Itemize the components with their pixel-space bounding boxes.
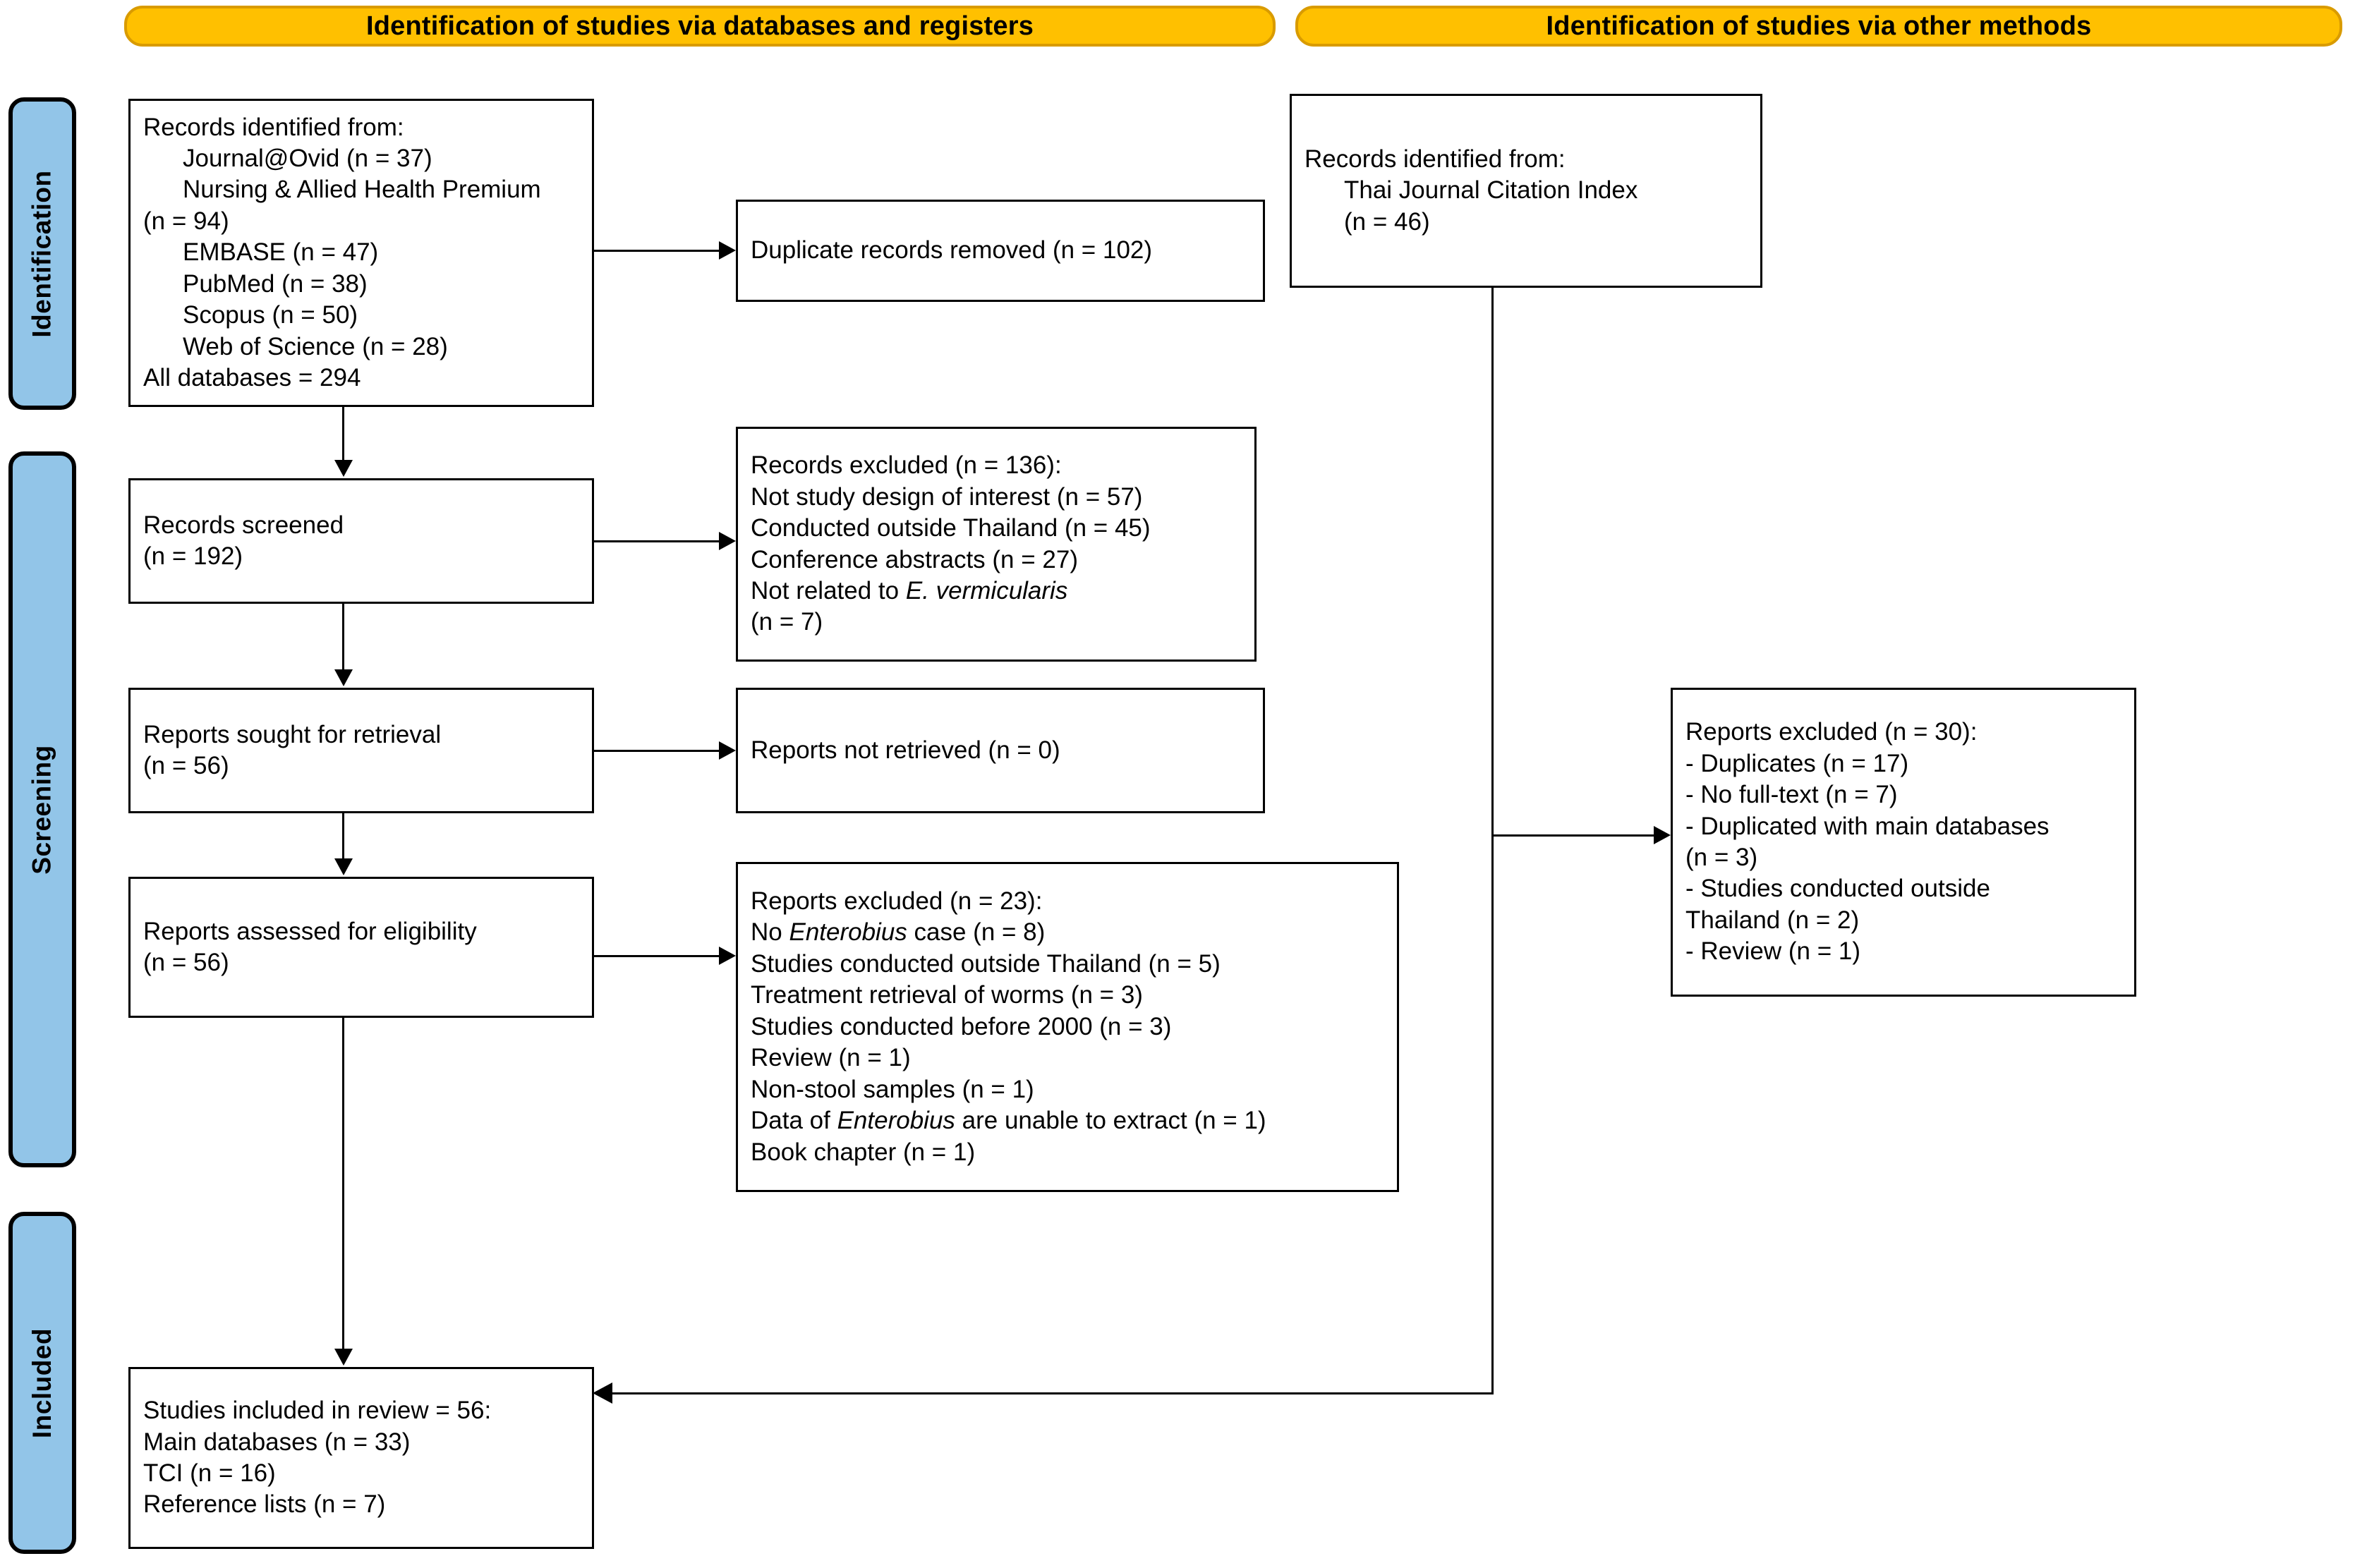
connector-assessed-to-included: [342, 1018, 344, 1349]
reports-excluded-main-line-0: Reports excluded (n = 23):: [751, 887, 1043, 916]
arrowhead-sought-to-not-retrieved: [719, 741, 736, 760]
reports-excluded-other-line-0: Reports excluded (n = 30):: [1685, 718, 1978, 746]
reports-excluded-main-line-7: Data of Enterobius are unable to extract…: [751, 1107, 1266, 1135]
arrowhead-tci-to-included: [593, 1382, 612, 1404]
reports-assessed-line-1: (n = 56): [143, 949, 229, 976]
reports-excluded-other-line-7: - Review (n = 1): [1685, 937, 1860, 966]
reports-assessed-line-0: Reports assessed for eligibility: [143, 917, 477, 945]
reports-excluded-other-line-1: - Duplicates (n = 17): [1685, 749, 1909, 777]
reports-excluded-other-line-5: - Studies conducted outside: [1685, 875, 1990, 903]
arrowhead-identified-to-duplicates: [719, 241, 736, 260]
records-excluded-line-1: Not study design of interest (n = 57): [751, 482, 1143, 511]
arrowhead-screened-to-excluded: [719, 532, 736, 550]
reports-excluded-main-line-4: Studies conducted before 2000 (n = 3): [751, 1012, 1172, 1040]
records-identified-other-line-1: Thai Journal Citation Index: [1344, 176, 1638, 205]
connector-screened-to-excluded: [594, 540, 719, 542]
connector-tci-to-excluded-other: [1491, 834, 1654, 837]
connector-tci-spine: [1491, 288, 1494, 1394]
box-reports-excluded-main: Reports excluded (n = 23): No Enterobius…: [736, 862, 1399, 1192]
records-screened-line-0: Records screened: [143, 511, 344, 539]
arrowhead-sought-to-assessed: [334, 858, 353, 875]
box-records-screened: Records screened (n = 192): [128, 478, 594, 604]
reports-excluded-main-line-5: Review (n = 1): [751, 1044, 911, 1072]
arrowhead-assessed-to-excluded-main: [719, 947, 736, 965]
connector-sought-to-assessed: [342, 813, 344, 858]
arrowhead-identified-to-screened: [334, 460, 353, 477]
reports-excluded-other-line-3: - Duplicated with main databases: [1685, 812, 2050, 840]
records-identified-db-line-6: Scopus (n = 50): [183, 301, 358, 329]
records-identified-db-line-2: Nursing & Allied Health Premium: [183, 176, 541, 204]
arrowhead-assessed-to-included: [334, 1349, 353, 1366]
stage-rail-identification: Identification: [8, 97, 76, 410]
stage-rail-screening: Screening: [8, 451, 76, 1167]
connector-assessed-to-excluded-main: [594, 955, 719, 957]
reports-not-retrieved-line-0: Reports not retrieved (n = 0): [751, 736, 1060, 764]
connector-identified-to-duplicates: [594, 250, 719, 252]
records-excluded-line-4: Not related to E. vermicularis: [751, 576, 1068, 604]
reports-excluded-other-line-2: - No full-text (n = 7): [1685, 781, 1898, 809]
records-identified-other-line-2: (n = 46): [1344, 207, 1430, 236]
phase-header-databases: Identification of studies via databases …: [124, 6, 1276, 47]
records-excluded-line-5: (n = 7): [751, 608, 823, 636]
connector-screened-to-sought: [342, 604, 344, 669]
studies-included-line-1: Main databases (n = 33): [143, 1428, 411, 1456]
box-studies-included: Studies included in review = 56: Main da…: [128, 1367, 594, 1549]
records-identified-db-line-0: Records identified from:: [143, 113, 404, 141]
reports-excluded-main-line-1: No Enterobius case (n = 8): [751, 918, 1046, 947]
box-reports-excluded-other: Reports excluded (n = 30): - Duplicates …: [1671, 688, 2136, 997]
records-identified-db-line-7: Web of Science (n = 28): [183, 332, 448, 360]
reports-excluded-main-line-8: Book chapter (n = 1): [751, 1138, 976, 1166]
box-records-identified-databases: Records identified from: Journal@Ovid (n…: [128, 99, 594, 407]
records-identified-db-line-1: Journal@Ovid (n = 37): [183, 144, 432, 172]
reports-excluded-main-line-6: Non-stool samples (n = 1): [751, 1075, 1034, 1103]
box-records-identified-other: Records identified from: Thai Journal Ci…: [1290, 94, 1762, 288]
box-reports-assessed-eligibility: Reports assessed for eligibility (n = 56…: [128, 877, 594, 1018]
reports-excluded-main-line-2: Studies conducted outside Thailand (n = …: [751, 949, 1221, 978]
connector-tci-to-included: [612, 1392, 1494, 1394]
connector-sought-to-not-retrieved: [594, 750, 719, 752]
records-excluded-line-2: Conducted outside Thailand (n = 45): [751, 514, 1151, 542]
box-duplicate-records-removed: Duplicate records removed (n = 102): [736, 200, 1265, 302]
box-records-excluded: Records excluded (n = 136): Not study de…: [736, 427, 1257, 662]
connector-identified-to-screened: [342, 407, 344, 460]
reports-excluded-other-line-6: Thailand (n = 2): [1685, 906, 1860, 934]
studies-included-line-2: TCI (n = 16): [143, 1459, 276, 1487]
reports-excluded-other-line-4: (n = 3): [1685, 844, 1758, 871]
stage-rail-included-label: Included: [28, 1327, 56, 1438]
reports-sought-line-0: Reports sought for retrieval: [143, 720, 442, 748]
reports-excluded-main-line-3: Treatment retrieval of worms (n = 3): [751, 981, 1143, 1009]
duplicates-removed-line-0: Duplicate records removed (n = 102): [751, 236, 1153, 265]
records-identified-db-line-3: (n = 94): [143, 207, 229, 235]
stage-rail-screening-label: Screening: [28, 744, 56, 875]
records-excluded-line-0: Records excluded (n = 136):: [751, 451, 1062, 480]
box-reports-not-retrieved: Reports not retrieved (n = 0): [736, 688, 1265, 813]
phase-header-other-methods: Identification of studies via other meth…: [1295, 6, 2342, 47]
reports-sought-line-1: (n = 56): [143, 752, 229, 779]
stage-rail-identification-label: Identification: [28, 169, 57, 338]
stage-rail-included: Included: [8, 1212, 76, 1554]
records-identified-db-line-5: PubMed (n = 38): [183, 269, 368, 298]
arrowhead-tci-to-excluded-other: [1654, 826, 1671, 844]
phase-header-other-methods-label: Identification of studies via other meth…: [1546, 11, 2092, 41]
box-reports-sought-for-retrieval: Reports sought for retrieval (n = 56): [128, 688, 594, 813]
records-identified-db-line-4: EMBASE (n = 47): [183, 238, 379, 267]
records-identified-other-line-0: Records identified from:: [1304, 145, 1566, 173]
studies-included-line-3: Reference lists (n = 7): [143, 1490, 386, 1519]
records-screened-line-1: (n = 192): [143, 542, 243, 570]
records-identified-db-line-8: All databases = 294: [143, 364, 361, 392]
records-excluded-line-3: Conference abstracts (n = 27): [751, 545, 1078, 573]
phase-header-databases-label: Identification of studies via databases …: [365, 11, 1034, 41]
arrowhead-screened-to-sought: [334, 669, 353, 686]
studies-included-line-0: Studies included in review = 56:: [143, 1397, 492, 1425]
